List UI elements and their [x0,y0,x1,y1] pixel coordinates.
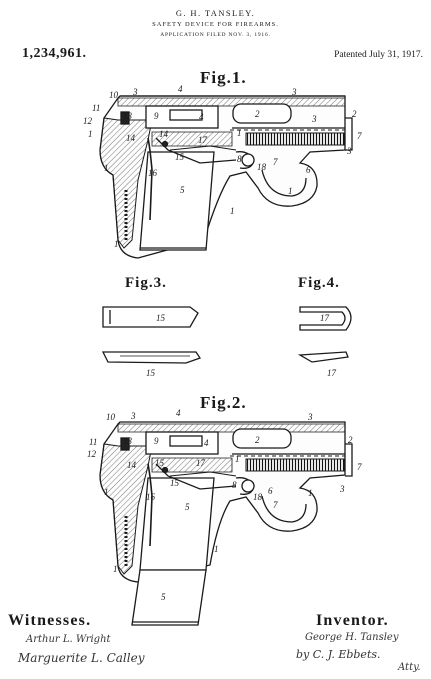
reference-numeral: 15 [146,368,156,378]
reference-numeral: 1 [113,564,118,574]
reference-numeral: 8 [232,480,237,490]
reference-numeral: 15 [170,478,180,488]
reference-numeral: 6 [268,486,273,496]
reference-numeral: 3 [307,412,313,422]
reference-numeral: 6 [306,165,311,175]
reference-numeral: 3 [132,87,138,97]
reference-numeral: 4 [199,112,204,122]
reference-numeral: 1 [214,544,219,554]
reference-numeral: 2 [255,435,260,445]
reference-numeral: 15 [155,458,165,468]
reference-numeral: 8 [237,154,242,164]
figure-1-reference-numerals: 10 3 4 3 11 12 1 13 9 4 2 3 2 14 14 17 1… [83,84,362,249]
reference-numeral: 3 [346,146,352,156]
reference-numeral: 17 [320,313,330,323]
reference-numeral: 18 [257,162,267,172]
reference-numeral: 12 [83,116,93,126]
reference-numeral: 5 [185,502,190,512]
figure-2-reference-numerals: 10 3 4 3 11 12 13 9 4 2 2 14 15 17 1 7 3… [87,408,362,602]
reference-numeral: 3 [339,484,345,494]
reference-numeral: 14 [159,129,169,139]
patent-date: Patented July 31, 1917. [334,50,423,60]
reference-numeral: 1 [235,454,240,464]
reference-numeral: 11 [92,103,100,113]
reference-numeral: 7 [357,462,362,472]
attorney-abbreviation: Atty. [398,662,421,673]
reference-numeral: 15 [156,313,166,323]
figure-3-label: Fig.3. [125,275,167,291]
reference-numeral: 5 [180,185,185,195]
reference-numeral: 1 [308,488,313,498]
reference-numeral: 14 [127,460,137,470]
reference-numeral: 16 [146,492,156,502]
reference-numeral: 7 [273,157,278,167]
reference-numeral: 9 [154,111,159,121]
reference-numeral: 4 [176,408,181,418]
attorney-signature: by C. J. Ebbets. [296,648,381,661]
reference-numeral: 16 [148,168,158,178]
reference-numeral: 18 [253,492,263,502]
inventor-signature: George H. Tansley [305,632,399,643]
witness-signature-1: Arthur L. Wright [26,634,111,645]
reference-numeral: 1 [104,163,109,173]
figure-4-reference-numerals: 17 17 [320,313,337,378]
reference-numeral: 2 [255,109,260,119]
reference-numeral: 2 [352,109,357,119]
patent-number: 1,234,961. [22,46,87,61]
reference-numeral: 1 [237,128,242,138]
inventor-name: G. H. TANSLEY. [175,8,256,18]
reference-numeral: 13 [123,436,133,446]
reference-numeral: 1 [104,487,109,497]
reference-numeral: 14 [126,133,136,143]
reference-numeral: 15 [175,152,185,162]
reference-numeral: 7 [357,131,362,141]
application-filed-date: APPLICATION FILED NOV. 3, 1916. [160,32,271,38]
reference-numeral: 1 [88,129,93,139]
figure-4-drawing [297,306,352,363]
figure-4-label: Fig.4. [298,275,340,291]
inventor-label: Inventor. [316,612,389,629]
reference-numeral: 13 [123,111,133,121]
reference-numeral: 10 [109,90,119,100]
reference-numeral: 12 [87,449,97,459]
reference-numeral: 17 [327,368,337,378]
witness-signature-2: Marguerite L. Calley [18,651,145,665]
figure-2-drawing [99,421,353,626]
reference-numeral: 4 [204,438,209,448]
reference-numeral: 3 [311,114,317,124]
reference-numeral: 5 [161,592,166,602]
reference-numeral: 4 [178,84,183,94]
reference-numeral: 7 [273,500,278,510]
reference-numeral: 1 [114,239,119,249]
figure-1-label: Fig.1. [200,68,247,87]
reference-numeral: 1 [230,206,235,216]
reference-numeral: 10 [106,412,116,422]
patent-title: SAFETY DEVICE FOR FIREARMS. [152,21,279,28]
reference-numeral: 9 [154,436,159,446]
reference-numeral: 2 [348,435,353,445]
reference-numeral: 17 [196,458,206,468]
figure-3-reference-numerals: 15 15 [146,313,166,378]
figure-1-drawing [99,95,353,259]
figure-3-drawing [101,306,202,364]
figure-2-label: Fig.2. [200,393,247,412]
reference-numeral: 3 [130,411,136,421]
reference-numeral: 1 [288,186,293,196]
witnesses-label: Witnesses. [8,612,92,629]
reference-numeral: 17 [198,135,208,145]
reference-numeral: 11 [89,437,97,447]
reference-numeral: 3 [291,87,297,97]
